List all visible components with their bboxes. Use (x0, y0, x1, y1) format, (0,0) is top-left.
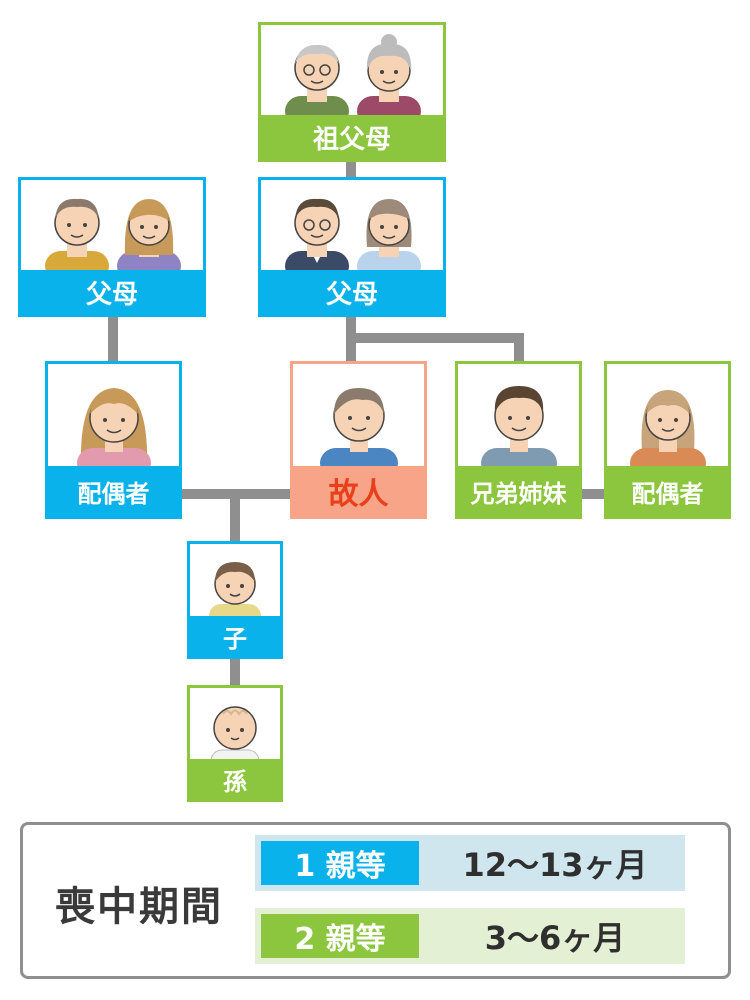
connector-child-grandchild (230, 657, 240, 687)
card-grandparents: 祖父母 (258, 22, 446, 162)
period-row-first-degree: 1 親等 12～13ヶ月 (255, 835, 685, 891)
connector-parents-siblings-v (514, 333, 524, 363)
label-siblings: 兄弟姉妹 (458, 466, 579, 516)
baby-icon (190, 688, 280, 764)
degree-tag-first: 1 親等 (261, 841, 419, 885)
label-deceased: 故人 (293, 466, 424, 516)
parents-icon (21, 180, 203, 275)
person-icon (458, 364, 579, 472)
person-icon (293, 364, 424, 472)
card-siblings: 兄弟姉妹 (455, 361, 582, 519)
label-sibling-spouse: 配偶者 (607, 466, 728, 516)
connector-spouseparents-spouse (108, 315, 118, 363)
label-parents: 父母 (261, 270, 443, 314)
label-grandparents: 祖父母 (261, 115, 443, 159)
card-sibling-spouse: 配偶者 (604, 361, 731, 519)
card-spouse-parents: 父母 (18, 177, 206, 317)
card-spouse: 配偶者 (45, 361, 182, 519)
degree-tag-second: 2 親等 (261, 914, 419, 958)
card-parents: 父母 (258, 177, 446, 317)
connector-siblings-spouse (580, 489, 606, 499)
card-grandchild: 孫 (187, 685, 283, 802)
connector-grandparents-parents (346, 160, 356, 180)
label-spouse-parents: 父母 (21, 270, 203, 314)
period-row-second-degree: 2 親等 3～6ヶ月 (255, 908, 685, 964)
mourning-period-title: 喪中期間 (55, 884, 223, 930)
period-value-second: 3～6ヶ月 (484, 919, 626, 957)
connector-parents-siblings-h (346, 333, 524, 343)
parents-icon (261, 180, 443, 275)
grandparents-icon (261, 25, 443, 120)
card-deceased: 故人 (290, 361, 427, 519)
label-grandchild: 孫 (190, 759, 280, 799)
child-icon (190, 544, 280, 620)
period-value-first: 12～13ヶ月 (462, 846, 648, 884)
label-child: 子 (190, 616, 280, 656)
card-child: 子 (187, 541, 283, 659)
person-icon (607, 364, 728, 472)
connector-couple-child (230, 489, 240, 543)
person-icon (48, 364, 179, 472)
label-spouse: 配偶者 (48, 466, 179, 516)
